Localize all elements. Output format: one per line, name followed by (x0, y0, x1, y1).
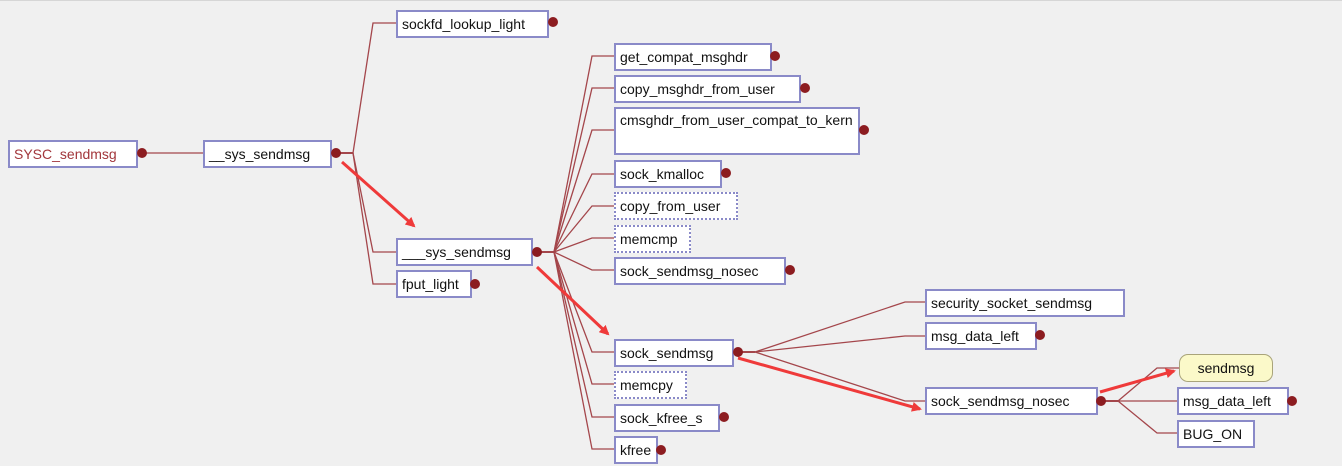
edge-sys-to-lookup (352, 22, 396, 154)
node-memcpy[interactable]: memcpy (614, 371, 687, 399)
edge-xsys-to-kfree-s (553, 251, 614, 418)
node-sock-kmalloc-expand-dot[interactable] (721, 168, 731, 178)
node-msg-data-left-2-expand-dot[interactable] (1287, 396, 1297, 406)
node-xsys-sendmsg[interactable]: ___sys_sendmsg (396, 238, 533, 266)
node-bug-on[interactable]: BUG_ON (1177, 420, 1255, 448)
edge-sock-to-security (754, 301, 925, 353)
edge-xsys-to-compat (553, 55, 614, 253)
node-xsys-sendmsg-expand-dot[interactable] (532, 247, 542, 257)
edge-xsys-to-nosec1 (553, 251, 614, 271)
highlight-arrows (341, 160, 1176, 412)
node-fput-light-expand-dot[interactable] (470, 279, 480, 289)
edge-xsys-to-copyhdr (553, 87, 614, 253)
node-msg-data-left-2[interactable]: msg_data_left (1177, 387, 1289, 415)
edge-xsys-to-memcmp (553, 237, 614, 253)
arrow-sock-to-nosec (737, 356, 922, 412)
edge-sys-to-xsys (352, 152, 396, 253)
call-edges (142, 22, 1179, 450)
node-kfree-expand-dot[interactable] (656, 445, 666, 455)
node-sockfd-lookup-light-expand-dot[interactable] (548, 17, 558, 27)
node-security-socket-sendmsg[interactable]: security_socket_sendmsg (925, 289, 1125, 317)
node-sys-sendmsg-expand-dot[interactable] (331, 148, 341, 158)
node-sendmsg-highlighted[interactable]: sendmsg (1179, 354, 1273, 382)
node-sock-sendmsg-expand-dot[interactable] (733, 347, 743, 357)
edge-xsys-to-memcpy (553, 251, 614, 385)
node-sysc-sendmsg[interactable]: SYSC_sendmsg (8, 140, 138, 168)
edge-xsys-to-sock (553, 251, 614, 353)
node-fput-light[interactable]: fput_light (396, 270, 472, 298)
edge-sock-to-nosec2 (754, 351, 925, 402)
node-sysc-sendmsg-expand-dot[interactable] (137, 148, 147, 158)
node-cmsghdr-from-user-compat-to-kern[interactable]: cmsghdr_from_user_compat_to_kern (614, 107, 860, 155)
window-top-border (0, 0, 1342, 1)
node-msg-data-left-1-expand-dot[interactable] (1035, 330, 1045, 340)
arrow-sys-to-xsys (341, 160, 416, 228)
node-sock-sendmsg-nosec-2-expand-dot[interactable] (1096, 396, 1106, 406)
arrow-nosec-to-sendmsg (1099, 368, 1176, 394)
node-sock-sendmsg-nosec-1-expand-dot[interactable] (785, 265, 795, 275)
edge-xsys-to-copyfrom (553, 205, 614, 253)
node-sock-sendmsg[interactable]: sock_sendmsg (614, 339, 734, 367)
edge-xsys-to-cmsghdr (553, 129, 614, 253)
arrow-xsys-to-sock (535, 265, 610, 336)
edge-nosec2-to-bug (1117, 400, 1177, 434)
node-copy-msghdr-from-user[interactable]: copy_msghdr_from_user (614, 75, 801, 103)
node-copy-from-user[interactable]: copy_from_user (614, 192, 738, 220)
node-sys-sendmsg[interactable]: __sys_sendmsg (203, 140, 332, 168)
edge-xsys-to-kfree (553, 251, 614, 450)
node-cmsghdr-expand-dot[interactable] (859, 125, 869, 135)
node-kfree[interactable]: kfree (614, 436, 658, 464)
node-copy-msghdr-from-user-expand-dot[interactable] (800, 83, 810, 93)
edge-xsys-to-kmalloc (553, 173, 614, 253)
node-memcmp[interactable]: memcmp (614, 225, 691, 253)
edge-sys-to-fput (352, 152, 396, 285)
node-get-compat-msghdr[interactable]: get_compat_msghdr (614, 43, 772, 71)
node-sock-kfree-s[interactable]: sock_kfree_s (614, 404, 720, 432)
node-get-compat-msghdr-expand-dot[interactable] (770, 51, 780, 61)
node-sock-kfree-s-expand-dot[interactable] (719, 412, 729, 422)
node-sock-sendmsg-nosec-1[interactable]: sock_sendmsg_nosec (614, 257, 786, 285)
node-sock-kmalloc[interactable]: sock_kmalloc (614, 160, 722, 188)
edge-sock-to-msgleft1 (754, 335, 925, 353)
node-msg-data-left-1[interactable]: msg_data_left (925, 322, 1037, 350)
node-sockfd-lookup-light[interactable]: sockfd_lookup_light (396, 10, 549, 38)
node-sock-sendmsg-nosec-2[interactable]: sock_sendmsg_nosec (925, 387, 1098, 415)
edge-nosec2-to-sendmsg (1117, 367, 1179, 402)
